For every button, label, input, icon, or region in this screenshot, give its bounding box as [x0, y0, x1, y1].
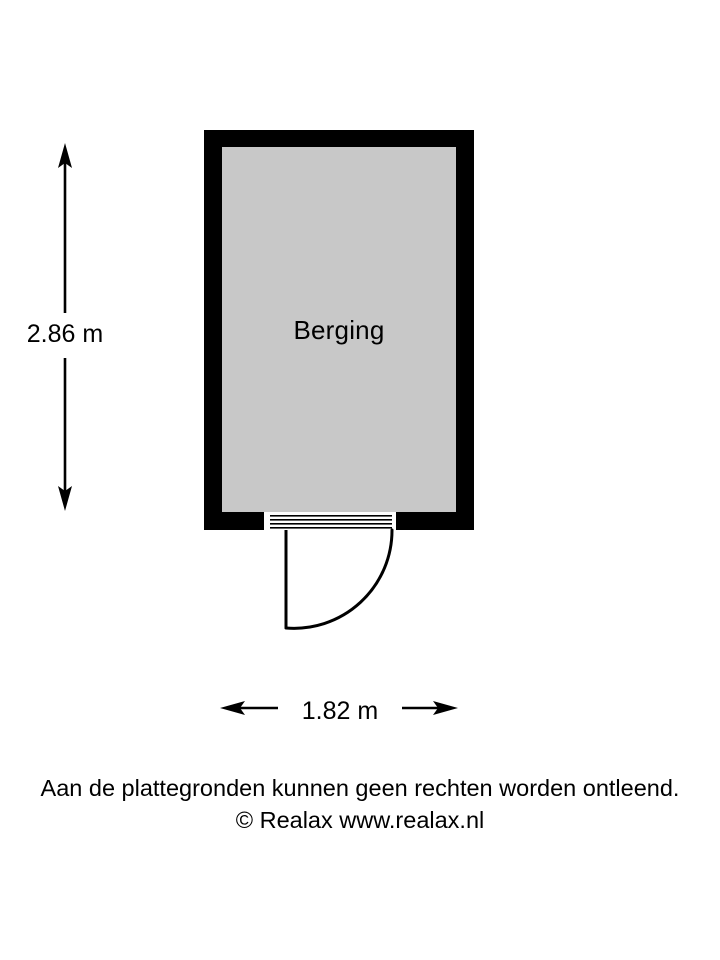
door-assembly	[262, 512, 398, 630]
dimension-vertical-arrow-bottom	[58, 486, 72, 511]
dimension-horizontal-arrow-left	[220, 701, 245, 715]
disclaimer-text: Aan de plattegronden kunnen geen rechten…	[40, 775, 680, 801]
door-panel-louvers	[270, 515, 392, 529]
wall-right	[456, 130, 474, 530]
wall-top	[204, 130, 474, 147]
wall-bottom-left-segment	[204, 512, 262, 530]
dimension-vertical	[58, 143, 72, 511]
door-jamb-right	[396, 512, 398, 530]
dimension-horizontal-arrow-right	[433, 701, 458, 715]
wall-left	[204, 130, 222, 530]
wall-bottom-right-segment	[398, 512, 474, 530]
copyright-text: © Realax www.realax.nl	[235, 807, 485, 833]
dimension-vertical-arrow-top	[58, 143, 72, 168]
room-interior-fill	[222, 147, 456, 512]
door-swing-arc	[284, 528, 394, 630]
dimension-horizontal-label: 1.82 m	[278, 695, 402, 728]
room-walls	[204, 130, 474, 530]
dimension-vertical-label: 2.86 m	[6, 317, 124, 352]
room-label-berging: Berging	[293, 315, 385, 345]
dimension-horizontal	[220, 701, 458, 715]
door-jamb-left	[262, 512, 264, 530]
